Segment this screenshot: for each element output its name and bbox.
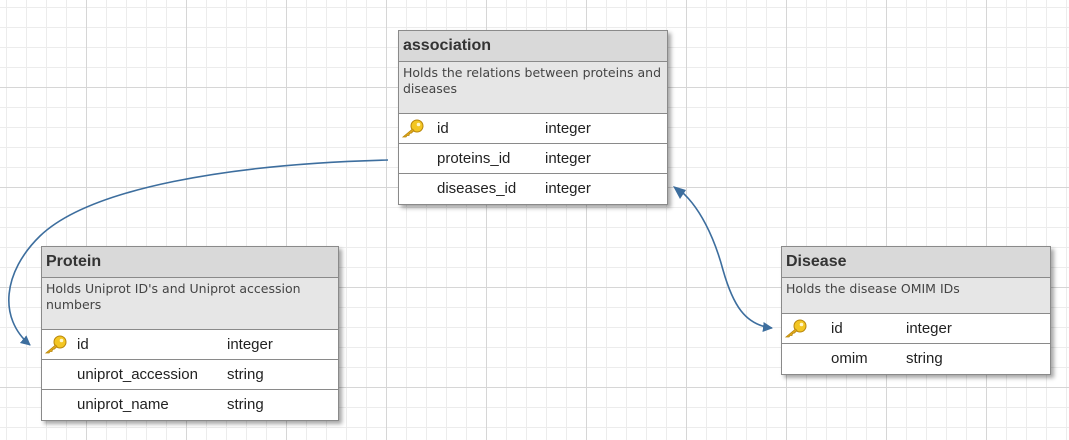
protein-table-title: Protein	[42, 247, 338, 278]
field-type: string	[227, 396, 264, 413]
association-table-description: Holds the relations between proteins and…	[399, 62, 667, 114]
field-type: integer	[545, 120, 591, 137]
connector-protein-association[interactable]	[8, 159, 389, 346]
field-name: id	[831, 320, 843, 337]
connector-association-disease[interactable]	[676, 187, 773, 332]
field-type: integer	[545, 180, 591, 197]
disease-field-id[interactable]: id integer	[782, 314, 1050, 344]
field-name: proteins_id	[437, 150, 511, 167]
disease-field-omim[interactable]: omim string	[782, 344, 1050, 374]
disease-table-title: Disease	[782, 247, 1050, 278]
field-name: uniprot_accession	[77, 366, 198, 383]
field-type: integer	[906, 320, 952, 337]
field-name: uniprot_name	[77, 396, 169, 413]
field-type: string	[906, 350, 943, 367]
connector-arrowhead-association	[673, 186, 686, 199]
disease-table[interactable]: Disease Holds the disease OMIM IDs id in…	[781, 246, 1051, 375]
protein-field-uniprot-name[interactable]: uniprot_name string	[42, 390, 338, 420]
key-icon	[44, 335, 67, 354]
association-table-title: association	[399, 31, 667, 62]
association-field-diseases-id[interactable]: diseases_id integer	[399, 174, 667, 204]
field-name: diseases_id	[437, 180, 517, 197]
association-field-proteins-id[interactable]: proteins_id integer	[399, 144, 667, 174]
association-table[interactable]: association Holds the relations between …	[398, 30, 668, 205]
field-type: string	[227, 366, 264, 383]
protein-table-description: Holds Uniprot ID's and Uniprot accession…	[42, 278, 338, 330]
key-icon	[784, 319, 807, 338]
field-name: omim	[831, 350, 868, 367]
protein-field-id[interactable]: id integer	[42, 330, 338, 360]
key-icon	[401, 119, 424, 138]
disease-table-description: Holds the disease OMIM IDs	[782, 278, 1050, 314]
field-name: id	[437, 120, 449, 137]
field-type: integer	[227, 336, 273, 353]
field-name: id	[77, 336, 89, 353]
association-field-id[interactable]: id integer	[399, 114, 667, 144]
protein-table[interactable]: Protein Holds Uniprot ID's and Uniprot a…	[41, 246, 339, 421]
field-type: integer	[545, 150, 591, 167]
protein-field-uniprot-accession[interactable]: uniprot_accession string	[42, 360, 338, 390]
